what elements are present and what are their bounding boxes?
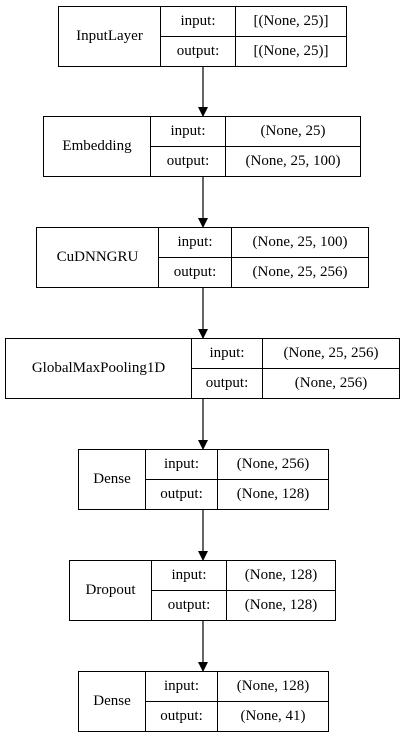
output-shape: (None, 128) — [236, 485, 310, 502]
layer-node-dense-1: Dense input: (None, 256) output: (None, … — [78, 449, 329, 510]
layer-name: Embedding — [44, 117, 151, 176]
output-label: output: — [146, 479, 218, 509]
input-label: input: — [192, 339, 263, 369]
layer-name: Dropout — [70, 561, 152, 620]
layer-shapes: input: (None, 128) output: (None, 41) — [146, 672, 328, 731]
input-shape: (None, 128) — [227, 561, 335, 591]
output-shape: (None, 128) — [244, 596, 318, 613]
input-label: input: — [159, 228, 232, 258]
input-label: input: — [161, 7, 236, 37]
output-shape: [(None, 25)] — [253, 42, 329, 59]
layer-name: CuDNNGRU — [37, 228, 159, 287]
input-shape: (None, 25, 256) — [263, 339, 399, 369]
layer-node-dense-2: Dense input: (None, 128) output: (None, … — [78, 671, 329, 732]
output-label: output: — [146, 701, 218, 731]
layer-name: Dense — [79, 450, 146, 509]
layer-name: GlobalMaxPooling1D — [6, 339, 192, 398]
output-label: output: — [161, 36, 236, 66]
output-label: output: — [192, 368, 263, 398]
layer-node-embedding: Embedding input: (None, 25) output: (Non… — [43, 116, 361, 177]
output-label: output: — [152, 590, 227, 620]
output-label: output: — [151, 146, 226, 176]
input-label: input: — [152, 561, 227, 591]
layer-shapes: input: (None, 256) output: (None, 128) — [146, 450, 328, 509]
layer-name: InputLayer — [59, 7, 161, 66]
input-shape: (None, 256) — [218, 450, 328, 480]
layer-shapes: input: (None, 25, 100) output: (None, 25… — [159, 228, 368, 287]
input-shape: [(None, 25)] — [236, 7, 346, 37]
layer-node-input-layer: InputLayer input: [(None, 25)] output: [… — [58, 6, 347, 67]
layer-shapes: input: (None, 25, 256) output: (None, 25… — [192, 339, 399, 398]
layer-node-dropout: Dropout input: (None, 128) output: (None… — [69, 560, 336, 621]
layer-shapes: input: [(None, 25)] output: [(None, 25)] — [161, 7, 346, 66]
input-label: input: — [146, 672, 218, 702]
input-shape: (None, 25, 100) — [232, 228, 368, 258]
input-shape: (None, 128) — [218, 672, 328, 702]
input-label: input: — [151, 117, 226, 147]
output-shape: (None, 41) — [240, 707, 306, 724]
layer-name: Dense — [79, 672, 146, 731]
layer-shapes: input: (None, 25) output: (None, 25, 100… — [151, 117, 360, 176]
layer-node-global-max-pooling-1d: GlobalMaxPooling1D input: (None, 25, 256… — [5, 338, 400, 399]
input-label: input: — [146, 450, 218, 480]
output-label: output: — [159, 257, 232, 287]
output-shape: (None, 25, 256) — [252, 263, 348, 280]
layer-shapes: input: (None, 128) output: (None, 128) — [152, 561, 335, 620]
input-shape: (None, 25) — [226, 117, 360, 147]
layer-node-cudnngru: CuDNNGRU input: (None, 25, 100) output: … — [36, 227, 369, 288]
output-shape: (None, 25, 100) — [245, 152, 341, 169]
output-shape: (None, 256) — [294, 374, 368, 391]
